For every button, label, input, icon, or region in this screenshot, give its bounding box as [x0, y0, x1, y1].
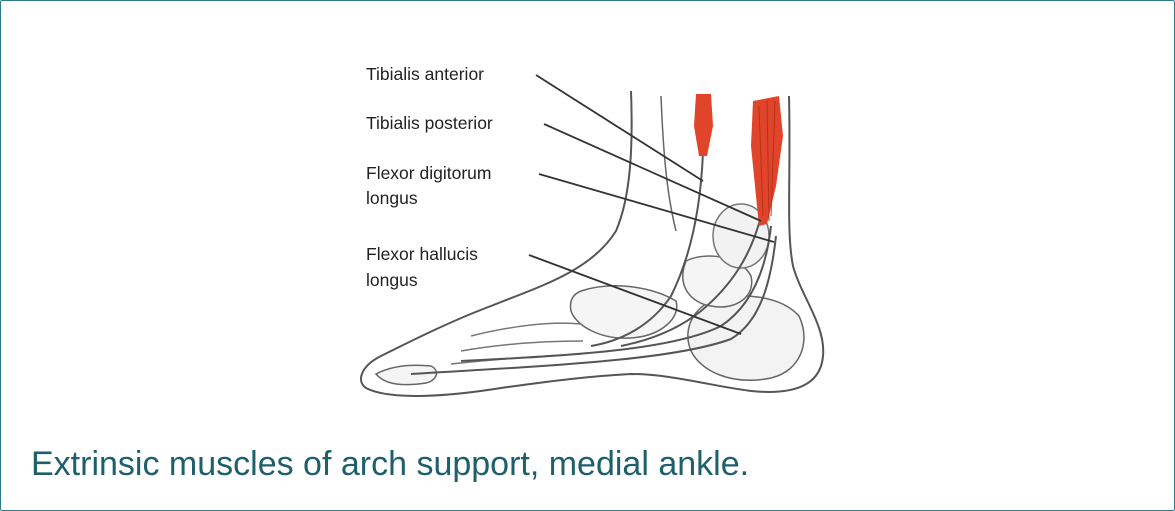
label-flexor-digitorum-line1: Flexor digitorum: [366, 162, 491, 185]
label-flexor-hallucis-line1: Flexor hallucis: [366, 243, 478, 266]
label-flexor-digitorum-line2: longus: [366, 187, 418, 210]
label-tibialis-posterior: Tibialis posterior: [366, 112, 493, 135]
calcaneus-shape: [688, 296, 804, 380]
tibialis-anterior-muscle: [694, 94, 713, 156]
foot-ankle-illustration: [331, 56, 851, 416]
leader-tibialis-anterior: [536, 75, 703, 181]
midfoot-bones: [570, 286, 676, 338]
label-flexor-hallucis-line2: longus: [366, 269, 418, 292]
toe-bones: [376, 365, 436, 384]
figure-caption: Extrinsic muscles of arch support, media…: [31, 445, 749, 484]
label-tibialis-anterior: Tibialis anterior: [366, 63, 484, 86]
